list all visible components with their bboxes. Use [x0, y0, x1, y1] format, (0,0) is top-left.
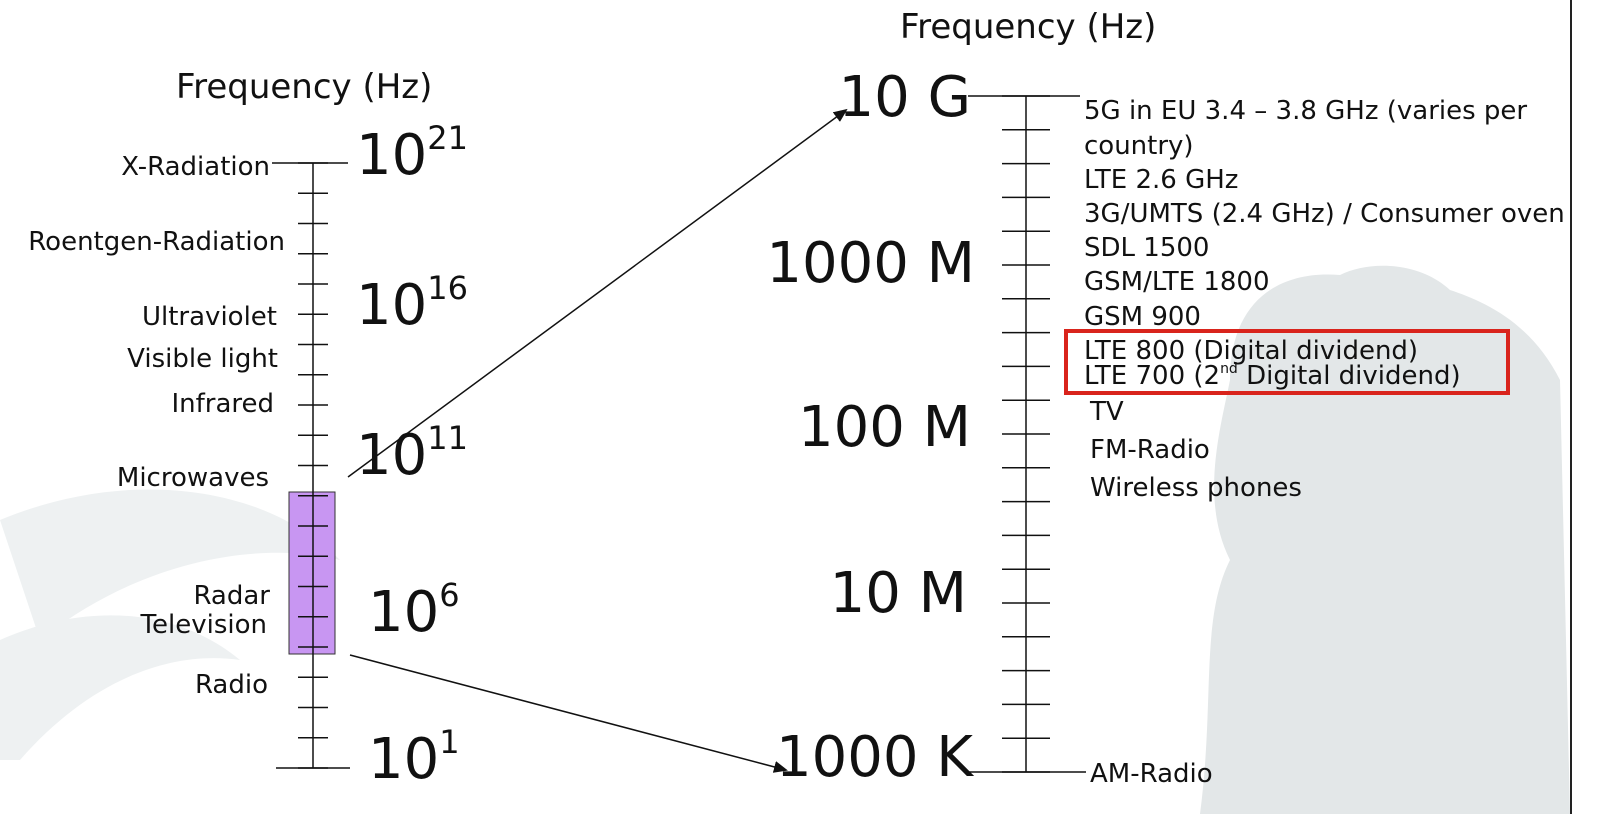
left-scale-title: Frequency (Hz) [176, 67, 433, 107]
band-lte-2600: LTE 2.6 GHz [1084, 165, 1239, 195]
band-lte-700: LTE 700 (2nd Digital dividend) [1084, 361, 1461, 391]
label-visible-light: Visible light [127, 344, 278, 374]
band-fm-radio: FM-Radio [1090, 435, 1210, 465]
power-label-1e6: 106 [368, 576, 460, 645]
range-band [288, 491, 336, 655]
label-microwaves: Microwaves [116, 463, 269, 493]
band-umts: 3G/UMTS (2.4 GHz) / Consumer oven [1084, 199, 1565, 229]
right-border [1570, 0, 1572, 814]
label-radio: Radio [194, 670, 268, 700]
label-x-radiation: X-Radiation [121, 152, 270, 182]
value-10g: 10 G [838, 65, 971, 130]
label-radar: Radar [193, 581, 270, 611]
band-gsm-900: GSM 900 [1084, 302, 1201, 332]
band-lte-800: LTE 800 (Digital dividend) [1084, 336, 1419, 366]
power-label-1e16: 1016 [356, 269, 468, 338]
highlight-box [1064, 329, 1510, 395]
right-axis-ticks [1002, 95, 1050, 773]
label-television: Television [140, 610, 267, 640]
power-label-1e21: 1021 [356, 119, 468, 188]
value-10m: 10 M [829, 561, 967, 626]
label-infrared: Infrared [171, 389, 274, 419]
value-100m: 100 M [797, 395, 971, 460]
band-5g: 5G in EU 3.4 – 3.8 GHz (varies per [1084, 96, 1528, 126]
right-scale-title: Frequency (Hz) [900, 7, 1157, 47]
band-wireless-phones: Wireless phones [1090, 473, 1302, 503]
background-arc-2 [0, 615, 240, 760]
value-1000k: 1000 K [775, 725, 973, 790]
label-ultraviolet: Ultraviolet [141, 302, 277, 332]
band-5g-cont: country) [1084, 131, 1194, 161]
background-arc [0, 489, 340, 640]
power-label-1e11: 1011 [356, 419, 468, 488]
zoom-arrow-bottom [349, 654, 788, 773]
zoom-arrow-top [347, 108, 848, 478]
power-label-1e1: 101 [368, 723, 460, 792]
value-1000m: 1000 M [766, 231, 975, 296]
band-sdl-1500: SDL 1500 [1084, 233, 1210, 263]
left-axis-ticks [298, 162, 328, 769]
band-gsm-lte-1800: GSM/LTE 1800 [1084, 267, 1270, 297]
band-tv: TV [1090, 397, 1124, 427]
background-silhouette [1200, 265, 1570, 814]
band-am-radio: AM-Radio [1090, 759, 1213, 789]
label-roentgen-radiation: Roentgen-Radiation [28, 227, 285, 257]
